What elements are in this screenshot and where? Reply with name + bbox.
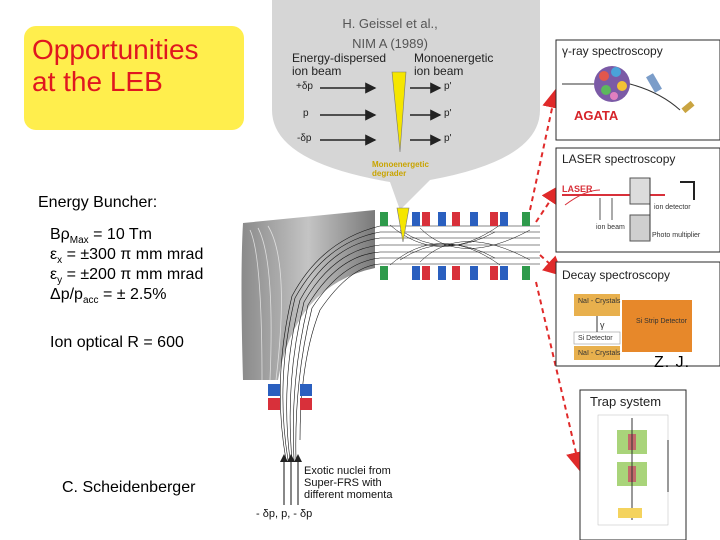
bubble-out-minus: p': [444, 133, 452, 144]
quadrupole-row-top: [380, 212, 530, 226]
gamma-panel: [555, 39, 720, 141]
decay-si-strip-label: Si Strip Detector: [636, 318, 687, 325]
laser-tag: LASER: [562, 184, 593, 194]
decay-gamma-label: γ: [600, 320, 605, 330]
decay-si-label: Si Detector: [578, 335, 613, 342]
incoming-arrows: [280, 454, 302, 505]
bubble-out-zero: p': [444, 108, 452, 119]
buncher-resolution: Ion optical R = 600: [50, 334, 184, 351]
param-brho-value: = 10 Tm: [88, 226, 152, 243]
bubble-degrader-line-1: Monoenergetic: [372, 160, 429, 169]
title-line-2: at the LEB: [32, 66, 163, 97]
laser-ion-beam: ion beam: [596, 224, 625, 231]
param-ex-symbol: ε: [50, 246, 58, 263]
reference-line-1: H. Geissel et al.,: [342, 16, 438, 31]
bubble-degrader-line-2: degrader: [372, 169, 407, 178]
bubble-beam-plus: +δp: [296, 81, 313, 92]
decay-nai2-label: NaI - Crystals: [578, 350, 621, 357]
bubble-right-heading: Monoenergetic ion beam: [414, 52, 493, 78]
trap-panel-title: Trap system: [590, 394, 662, 409]
param-dp-value: = ± 2.5%: [98, 286, 167, 303]
bubble-arrows: [320, 82, 442, 146]
decay-detector-box: [622, 300, 692, 352]
param-ey-sub: y: [57, 275, 63, 287]
gamma-panel-title: γ-ray spectroscopy: [562, 44, 663, 58]
author-credit: C. Scheidenberger: [62, 479, 196, 496]
author-initials: Z. J.: [654, 354, 691, 371]
param-ex-value: = ±300 π mm mrad: [62, 246, 204, 263]
param-dp-symbol: Δp/p: [50, 286, 83, 303]
reference-citation: H. Geissel et al., NIM A (1989): [330, 14, 450, 54]
param-ey-symbol: ε: [50, 266, 58, 283]
incoming-line-3: different momenta: [304, 489, 393, 501]
bubble-right-heading-2: ion beam: [414, 64, 464, 78]
buncher-heading: Energy Buncher:: [38, 194, 158, 211]
param-brho-symbol: Bρ: [50, 226, 70, 243]
bubble-left-heading-1: Energy-dispersed: [292, 51, 387, 65]
agata-sphere: [594, 66, 630, 102]
laser-photomultiplier: Photo multiplier: [652, 232, 701, 239]
bubble-left-heading: Energy-dispersed ion beam: [292, 52, 386, 78]
title-box: Opportunities at the LEB: [24, 26, 244, 130]
title-line-1: Opportunities: [32, 34, 199, 65]
buncher-param-dp: Δp/pacc = ± 2.5%: [50, 285, 166, 311]
incoming-momenta: - δp, p, - δp: [256, 508, 313, 520]
buncher-param-ey: εy = ±200 π mm mrad: [50, 265, 203, 291]
reference-line-2: NIM A (1989): [352, 36, 428, 51]
param-ey-value: = ±200 π mm mrad: [62, 266, 204, 283]
buncher-param-ex: εx = ±300 π mm mrad: [50, 245, 203, 271]
quadrupole-row-bottom: [380, 266, 530, 280]
beam-fan: [279, 225, 540, 461]
laser-ion-detector: ion detector: [654, 204, 691, 211]
laser-panel-title: LASER spectroscopy: [562, 152, 676, 166]
param-dp-sub: acc: [82, 295, 99, 307]
speech-bubble: [272, 0, 540, 210]
decay-nai-crystal-bottom: [574, 346, 620, 360]
incoming-line-1: Exotic nuclei from: [304, 465, 391, 477]
bubble-beam-zero: p: [303, 108, 309, 119]
bubble-degrader-label: Monoenergetic degrader: [372, 160, 429, 178]
bubble-right-heading-1: Monoenergetic: [414, 51, 494, 65]
trap-structure: [597, 414, 669, 526]
incoming-line-2: Super-FRS with: [304, 477, 382, 489]
bubble-left-heading-2: ion beam: [292, 64, 342, 78]
param-brho-sub: Max: [69, 235, 89, 247]
buncher-param-brho: BρMax = 10 Tm: [50, 225, 152, 251]
bubble-degrader: [391, 71, 407, 153]
decay-panel-title: Decay spectroscopy: [562, 268, 671, 282]
beamline-degrader: [396, 207, 410, 243]
bubble-beam-minus: -δp: [297, 133, 312, 144]
param-ex-sub: x: [57, 255, 63, 267]
decay-nai-label: NaI - Crystals: [578, 298, 621, 305]
incoming-beam-label: Exotic nuclei from Super-FRS with differ…: [304, 465, 392, 501]
decay-nai-crystal-top: [574, 294, 620, 316]
bubble-out-plus: p': [444, 81, 452, 92]
agata-label: AGATA: [574, 108, 619, 123]
quadrupole-row-incoming: [268, 384, 312, 410]
